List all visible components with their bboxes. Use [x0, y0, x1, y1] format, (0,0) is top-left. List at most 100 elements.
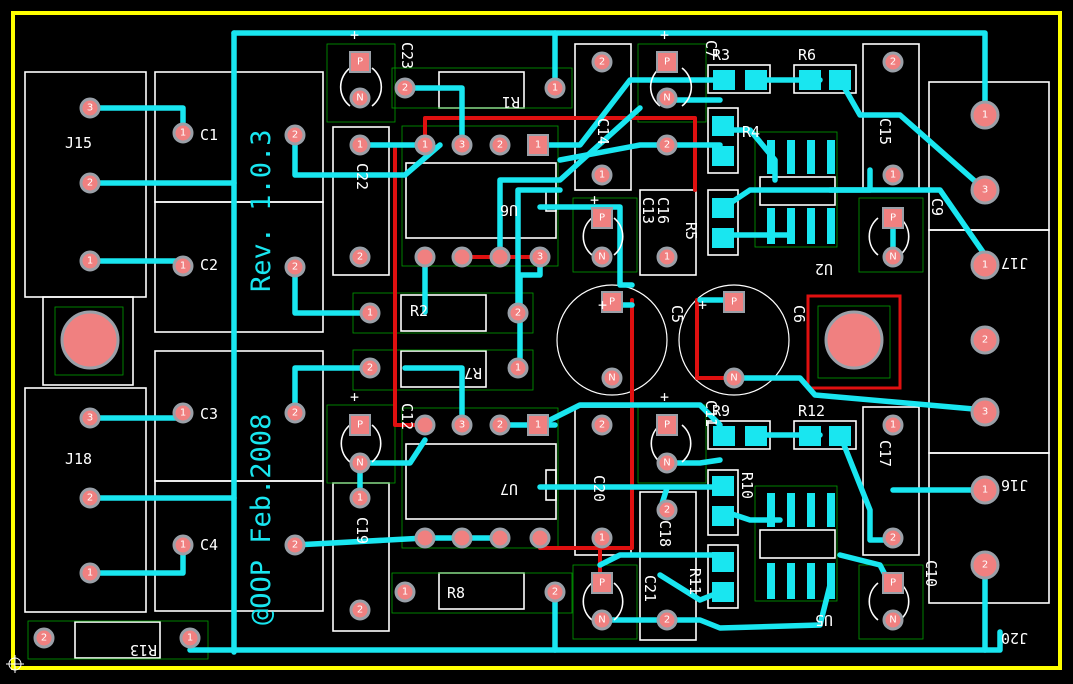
svg-text:N: N — [608, 373, 615, 384]
svg-text:1: 1 — [357, 493, 363, 504]
svg-text:1: 1 — [180, 540, 186, 551]
label-c18: C18 — [656, 520, 674, 547]
label-r11: R11 — [686, 568, 704, 595]
svg-text:1: 1 — [180, 128, 186, 139]
polarity-marks: + + + + + + + — [350, 26, 707, 406]
label-c2: C2 — [200, 256, 218, 274]
svg-text:+: + — [350, 26, 359, 44]
svg-text:N: N — [598, 615, 605, 626]
pad-numbers: 3 2 1 3 2 1 1 1 1 1 2 2 2 2 1 3 1 2 3 1 … — [41, 57, 988, 644]
svg-text:2: 2 — [87, 493, 93, 504]
label-c22: C22 — [353, 163, 371, 190]
svg-text:P: P — [599, 578, 605, 589]
svg-text:2: 2 — [292, 130, 298, 141]
label-u5: U5 — [815, 611, 833, 629]
date-text: @OOP Feb.2008 — [246, 414, 277, 625]
svg-text:1: 1 — [664, 252, 670, 263]
label-c4: C4 — [200, 536, 218, 554]
svg-text:2: 2 — [982, 560, 988, 571]
svg-text:1: 1 — [87, 568, 93, 579]
label-r2: R2 — [410, 302, 428, 320]
label-c12: C12 — [398, 403, 416, 430]
svg-text:2: 2 — [87, 178, 93, 189]
polarized-cap-arcs — [339, 67, 910, 621]
label-c16: C16 — [654, 197, 672, 224]
label-r13: R13 — [130, 641, 157, 659]
svg-text:N: N — [889, 252, 896, 263]
svg-text:1: 1 — [890, 420, 896, 431]
svg-text:N: N — [598, 252, 605, 263]
label-c14: C14 — [594, 118, 612, 145]
label-c21: C21 — [641, 575, 659, 602]
svg-text:3: 3 — [459, 420, 465, 431]
svg-text:2: 2 — [982, 335, 988, 346]
label-r9: R9 — [712, 402, 730, 420]
svg-text:1: 1 — [87, 256, 93, 267]
label-c10: C10 — [922, 560, 940, 587]
label-r12: R12 — [798, 402, 825, 420]
label-u2: U2 — [815, 260, 833, 278]
svg-text:+: + — [598, 296, 607, 314]
svg-text:1: 1 — [515, 363, 521, 374]
label-j15: J15 — [65, 134, 92, 152]
svg-text:P: P — [664, 420, 670, 431]
svg-text:2: 2 — [664, 505, 670, 516]
svg-text:2: 2 — [292, 540, 298, 551]
label-u7: U7 — [500, 480, 518, 498]
svg-text:3: 3 — [982, 185, 988, 196]
svg-text:1: 1 — [180, 261, 186, 272]
label-r3: R3 — [712, 46, 730, 64]
label-c1: C1 — [200, 126, 218, 144]
svg-text:1: 1 — [187, 633, 193, 644]
label-c19: C19 — [353, 517, 371, 544]
svg-text:P: P — [357, 420, 363, 431]
svg-text:2: 2 — [41, 633, 47, 644]
svg-text:1: 1 — [535, 420, 541, 431]
label-c13: C13 — [639, 197, 657, 224]
reference-designators: J15 J18 C1 C2 C3 C4 R6 R3 R4 R9 R12 R2 R… — [65, 40, 1028, 659]
label-c6: C6 — [790, 305, 808, 323]
label-j16: J16 — [1001, 476, 1028, 494]
svg-text:+: + — [350, 388, 359, 406]
svg-text:3: 3 — [982, 407, 988, 418]
label-c15: C15 — [876, 118, 894, 145]
svg-text:N: N — [663, 93, 670, 104]
svg-text:2: 2 — [402, 83, 408, 94]
label-c3: C3 — [200, 405, 218, 423]
svg-text:2: 2 — [292, 262, 298, 273]
label-j20: J20 — [1001, 629, 1028, 647]
svg-text:2: 2 — [664, 615, 670, 626]
label-r8: R8 — [447, 584, 465, 602]
svg-text:P: P — [599, 213, 605, 224]
label-r4: R4 — [742, 123, 760, 141]
svg-text:P: P — [731, 297, 737, 308]
svg-text:1: 1 — [180, 408, 186, 419]
svg-text:1: 1 — [367, 308, 373, 319]
svg-text:P: P — [890, 213, 896, 224]
svg-text:2: 2 — [890, 57, 896, 68]
svg-text:2: 2 — [599, 57, 605, 68]
svg-text:1: 1 — [422, 140, 428, 151]
svg-text:P: P — [664, 57, 670, 68]
svg-text:2: 2 — [599, 420, 605, 431]
label-c9: C9 — [928, 198, 946, 216]
label-j18: J18 — [65, 450, 92, 468]
revision-text: Rev. 1.0.3 — [246, 129, 277, 292]
svg-text:3: 3 — [459, 140, 465, 151]
svg-text:2: 2 — [515, 308, 521, 319]
svg-text:+: + — [660, 388, 669, 406]
svg-text:1: 1 — [982, 260, 988, 271]
svg-text:3: 3 — [537, 252, 543, 263]
svg-text:N: N — [663, 458, 670, 469]
svg-text:P: P — [890, 578, 896, 589]
origin-marker — [6, 655, 24, 673]
label-c7: C7 — [702, 40, 720, 58]
copper-text: Rev. 1.0.3 @OOP Feb.2008 — [246, 129, 277, 625]
svg-text:3: 3 — [87, 413, 93, 424]
svg-text:N: N — [889, 615, 896, 626]
svg-text:2: 2 — [664, 140, 670, 151]
label-r10: R10 — [738, 472, 756, 499]
label-j17: J17 — [1001, 254, 1028, 272]
svg-text:P: P — [609, 297, 615, 308]
